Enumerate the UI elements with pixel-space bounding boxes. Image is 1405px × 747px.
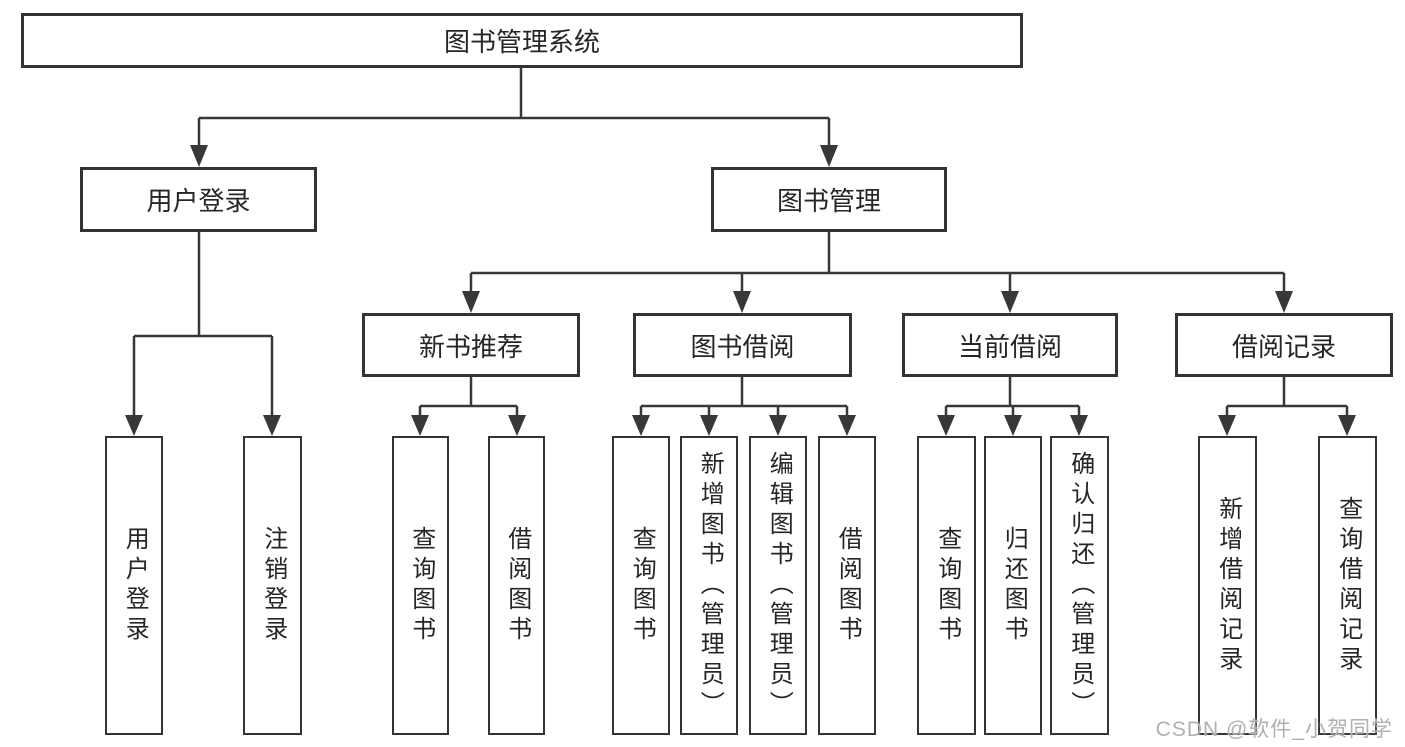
watermark-text: CSDN @软件_小贺同学 <box>1155 718 1393 741</box>
node-current-borrowing: 当前借阅 <box>902 313 1118 377</box>
leaf-confirm-return-admin: 确认归还（管理员） <box>1050 436 1109 735</box>
node-library-management-system: 图书管理系统 <box>21 13 1023 68</box>
leaf-label: 新增图书（管理员） <box>696 450 724 721</box>
leaf-label: 查询图书 <box>407 525 435 646</box>
leaf-add-borrow-record: 新增借阅记录 <box>1198 436 1257 735</box>
leaf-return-book: 归还图书 <box>984 436 1042 735</box>
leaf-label: 归还图书 <box>1000 525 1028 646</box>
leaf-query-books-borrow: 查询图书 <box>612 436 670 735</box>
leaf-label: 编辑图书（管理员） <box>765 450 793 721</box>
leaf-label: 用户登录 <box>121 525 149 646</box>
leaf-query-books-current: 查询图书 <box>917 436 976 735</box>
leaf-label: 查询图书 <box>628 525 656 646</box>
leaf-borrow-books: 借阅图书 <box>818 436 876 735</box>
node-label: 图书管理系统 <box>443 27 600 57</box>
leaf-label: 确认归还（管理员） <box>1066 450 1094 721</box>
node-new-book-recommendation: 新书推荐 <box>362 313 580 377</box>
leaf-edit-book-admin: 编辑图书（管理员） <box>749 436 807 735</box>
node-label: 图书借阅 <box>690 331 795 362</box>
node-book-borrowing: 图书借阅 <box>633 313 852 377</box>
leaf-label: 查询借阅记录 <box>1334 495 1362 676</box>
node-borrowing-records: 借阅记录 <box>1175 313 1393 377</box>
node-label: 借阅记录 <box>1231 331 1336 362</box>
leaf-logout-login: 注销登录 <box>243 436 302 735</box>
leaf-borrow-books-recommend: 借阅图书 <box>488 436 545 735</box>
leaf-label: 借阅图书 <box>834 525 862 646</box>
node-label: 用户登录 <box>146 186 251 216</box>
leaf-query-books-recommend: 查询图书 <box>392 436 449 735</box>
leaf-add-book-admin: 新增图书（管理员） <box>680 436 738 735</box>
node-label: 图书管理 <box>776 186 881 216</box>
leaf-user-login: 用户登录 <box>105 436 163 735</box>
leaf-query-borrow-record: 查询借阅记录 <box>1318 436 1377 735</box>
leaf-label: 查询图书 <box>933 525 961 646</box>
node-user-login: 用户登录 <box>80 167 317 232</box>
leaf-label: 新增借阅记录 <box>1214 495 1242 676</box>
leaf-label: 借阅图书 <box>503 525 531 646</box>
node-label: 当前借阅 <box>957 331 1062 362</box>
node-label: 新书推荐 <box>418 331 523 362</box>
leaf-label: 注销登录 <box>259 525 287 646</box>
node-book-management: 图书管理 <box>711 167 947 232</box>
